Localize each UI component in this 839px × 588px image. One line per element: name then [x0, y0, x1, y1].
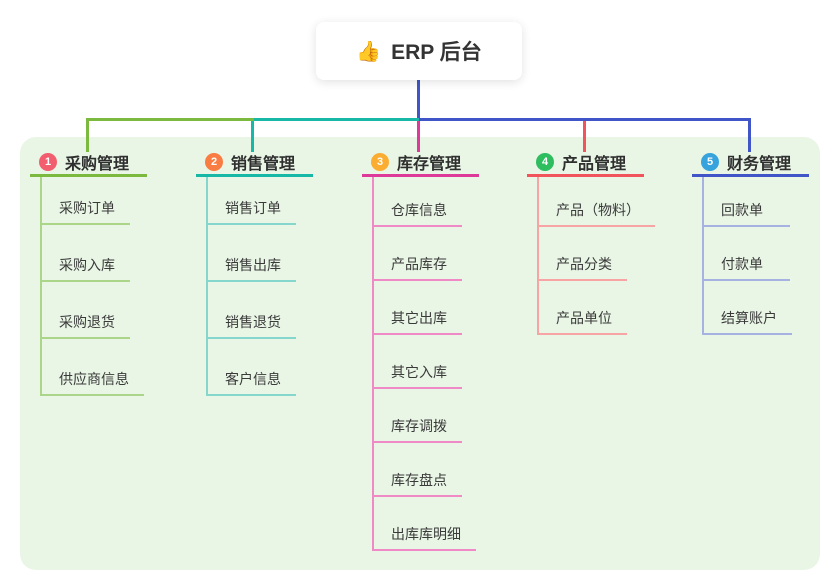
branch-children: 采购订单采购入库采购退货供应商信息 [40, 177, 144, 396]
branch-header[interactable]: 3 库存管理 [362, 150, 479, 177]
branch-inventory: 3 库存管理 仓库信息产品库存其它出库其它入库库存调拨库存盘点出库库明细 [362, 150, 479, 551]
branch-label: 库存管理 [397, 156, 462, 173]
branch-header[interactable]: 4 产品管理 [527, 150, 644, 177]
child-node[interactable]: 采购入库 [42, 225, 130, 282]
child-node-label: 产品单位 [556, 310, 612, 326]
branch-drop-line-3 [417, 121, 420, 152]
branch-drop-line-2 [251, 121, 254, 152]
child-node[interactable]: 客户信息 [208, 339, 296, 396]
child-node-label: 库存盘点 [391, 472, 447, 488]
child-node[interactable]: 销售订单 [208, 177, 296, 225]
child-node-label: 其它出库 [391, 310, 447, 326]
branch-purchase: 1 采购管理 采购订单采购入库采购退货供应商信息 [30, 150, 147, 396]
connector-segment-mid [254, 118, 419, 121]
child-node-label: 销售出库 [225, 257, 281, 273]
child-node-label: 采购入库 [59, 257, 115, 273]
child-node[interactable]: 产品库存 [374, 227, 462, 281]
child-node-label: 客户信息 [225, 371, 281, 387]
branch-finance: 5 财务管理 回款单付款单结算账户 [692, 150, 809, 335]
branch-children: 回款单付款单结算账户 [702, 177, 792, 335]
child-node-label: 其它入库 [391, 364, 447, 380]
root-node-label: ERP 后台 [391, 41, 482, 64]
child-node-label: 产品库存 [391, 256, 447, 272]
child-node[interactable]: 产品（物料） [539, 177, 655, 227]
branch-header[interactable]: 2 销售管理 [196, 150, 313, 177]
branch-number-badge: 3 [371, 153, 389, 171]
branch-number-badge: 4 [536, 153, 554, 171]
child-node-label: 销售退货 [225, 314, 281, 330]
child-node-label: 结算账户 [721, 310, 777, 326]
child-node[interactable]: 结算账户 [704, 281, 792, 335]
branch-label: 产品管理 [562, 156, 627, 173]
branch-children: 产品（物料） 产品分类产品单位 [537, 177, 655, 335]
child-node[interactable]: 产品分类 [539, 227, 627, 281]
child-node[interactable]: 其它出库 [374, 281, 462, 335]
branch-children: 仓库信息产品库存其它出库其它入库库存调拨库存盘点出库库明细 [372, 177, 476, 551]
branch-number-badge: 5 [701, 153, 719, 171]
branch-label: 财务管理 [727, 156, 792, 173]
connector-segment-left [86, 118, 254, 121]
child-node-label: 供应商信息 [59, 371, 129, 387]
child-node[interactable]: 库存盘点 [374, 443, 462, 497]
connector-segment-right [419, 118, 751, 121]
branch-children: 销售订单销售出库销售退货客户信息 [206, 177, 296, 396]
child-node-label: 库存调拨 [391, 418, 447, 434]
child-node-label: 产品分类 [556, 256, 612, 272]
child-node-label: 销售订单 [225, 200, 281, 216]
thumbs-up-icon: 👍 [356, 40, 382, 63]
child-node-label: 产品（物料） [556, 202, 640, 218]
branch-product: 4 产品管理 产品（物料） 产品分类产品单位 [527, 150, 655, 335]
child-node-label: 出库库明细 [391, 526, 461, 542]
child-node[interactable]: 销售出库 [208, 225, 296, 282]
child-node[interactable]: 仓库信息 [374, 177, 462, 227]
child-node[interactable]: 出库库明细 [374, 497, 476, 551]
child-node-label: 仓库信息 [391, 202, 447, 218]
child-node[interactable]: 采购退货 [42, 282, 130, 339]
branch-sales: 2 销售管理 销售订单销售出库销售退货客户信息 [196, 150, 313, 396]
branch-header[interactable]: 5 财务管理 [692, 150, 809, 177]
child-node[interactable]: 付款单 [704, 227, 790, 281]
child-node[interactable]: 供应商信息 [42, 339, 144, 396]
root-node[interactable]: 👍 ERP 后台 [316, 22, 522, 80]
child-node[interactable]: 采购订单 [42, 177, 130, 225]
branch-number-badge: 1 [39, 153, 57, 171]
branches-panel [20, 137, 820, 570]
branch-number-badge: 2 [205, 153, 223, 171]
child-node-label: 采购退货 [59, 314, 115, 330]
branch-label: 销售管理 [231, 156, 296, 173]
child-node-label: 付款单 [721, 256, 763, 272]
branch-label: 采购管理 [65, 156, 130, 173]
branch-drop-line-1 [86, 121, 89, 152]
child-node[interactable]: 库存调拨 [374, 389, 462, 443]
root-connector-line [417, 80, 420, 118]
child-node[interactable]: 回款单 [704, 177, 790, 227]
child-node[interactable]: 其它入库 [374, 335, 462, 389]
child-node[interactable]: 销售退货 [208, 282, 296, 339]
branch-drop-line-5 [748, 121, 751, 152]
child-node-label: 回款单 [721, 202, 763, 218]
branch-drop-line-4 [583, 121, 586, 152]
child-node[interactable]: 产品单位 [539, 281, 627, 335]
branch-header[interactable]: 1 采购管理 [30, 150, 147, 177]
child-node-label: 采购订单 [59, 200, 115, 216]
